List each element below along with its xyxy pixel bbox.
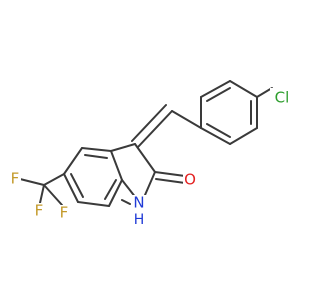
- bond: [63, 147, 83, 175]
- label-background: [183, 172, 197, 188]
- bond: [155, 178, 186, 184]
- bond: [229, 127, 258, 145]
- bond: [77, 201, 110, 207]
- label-background: [33, 203, 45, 219]
- hydrogen-label: H: [134, 212, 145, 228]
- atom-labels: Cl O N H F F F: [9, 88, 294, 228]
- bond: [171, 110, 202, 129]
- bond: [43, 184, 63, 206]
- bond: [206, 123, 231, 138]
- molecule-canvas: Cl O N H F F F: [9, 80, 294, 228]
- bond: [134, 143, 156, 173]
- bond: [84, 154, 108, 159]
- fluorine-label-1: F: [11, 170, 20, 188]
- structure-diagram: Cl O N H F F F: [9, 80, 294, 228]
- bond: [19, 178, 45, 186]
- bond: [256, 87, 273, 98]
- label-background: [9, 171, 21, 187]
- bond: [43, 173, 65, 186]
- bond: [110, 143, 136, 152]
- label-background: [132, 195, 146, 211]
- label-background: [270, 88, 294, 106]
- bond: [154, 171, 186, 177]
- bond: [39, 184, 45, 204]
- bond: [229, 80, 258, 98]
- bond: [131, 104, 167, 142]
- oxygen-label: O: [184, 171, 196, 189]
- bonds: [19, 80, 273, 207]
- bond: [70, 173, 84, 198]
- bond: [110, 150, 123, 181]
- bond: [144, 171, 156, 196]
- bond: [108, 179, 123, 207]
- fluorine-label-2: F: [35, 202, 44, 220]
- nitrogen-label: N: [133, 194, 144, 212]
- bond: [63, 173, 79, 203]
- bond: [121, 199, 131, 205]
- bond: [200, 127, 231, 145]
- bond: [81, 147, 112, 152]
- bond: [206, 87, 231, 102]
- bond: [137, 110, 173, 148]
- fluorine-label-3: F: [60, 204, 69, 222]
- bond: [200, 80, 231, 98]
- chlorine-label: Cl: [275, 89, 290, 107]
- bond: [104, 179, 117, 200]
- label-background: [58, 205, 70, 221]
